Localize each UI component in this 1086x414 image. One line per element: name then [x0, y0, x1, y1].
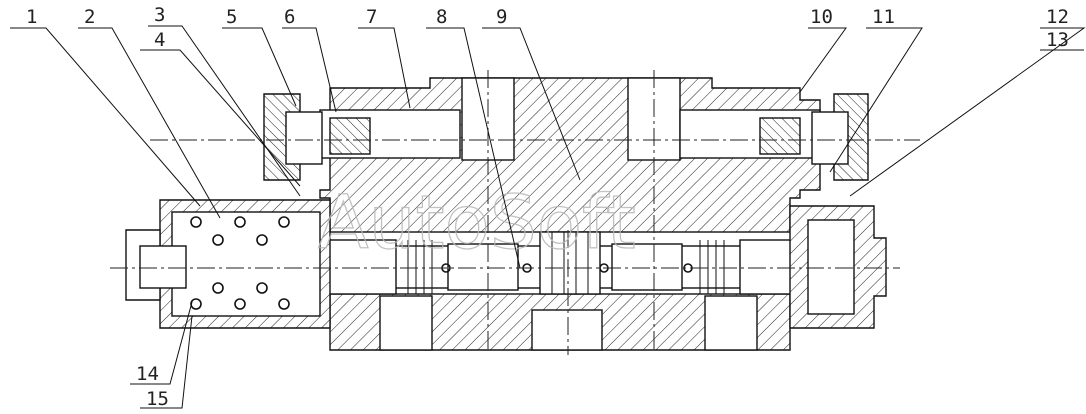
callout-13: 13 [1046, 29, 1069, 51]
left-plug [263, 93, 371, 181]
right-end-cap [789, 205, 887, 329]
callout-9: 9 [496, 6, 507, 28]
callout-labels: 1 2 3 4 5 6 7 8 9 10 11 12 13 14 15 [26, 4, 1069, 410]
watermark: AutoSoft [318, 180, 636, 266]
callout-2: 2 [84, 6, 95, 28]
callout-15: 15 [146, 388, 169, 410]
callout-11: 11 [872, 6, 895, 28]
callout-12: 12 [1046, 6, 1069, 28]
callout-5: 5 [226, 6, 237, 28]
callout-1: 1 [26, 6, 37, 28]
right-plug [759, 93, 869, 181]
callout-6: 6 [284, 6, 295, 28]
leaders [10, 25, 1086, 409]
callout-14: 14 [136, 363, 159, 385]
left-spring-housing [125, 199, 331, 329]
callout-10: 10 [810, 6, 833, 28]
callout-3: 3 [154, 4, 165, 26]
callout-8: 8 [436, 6, 447, 28]
centerlines [110, 70, 920, 355]
callout-4: 4 [154, 29, 165, 51]
callout-7: 7 [366, 6, 377, 28]
